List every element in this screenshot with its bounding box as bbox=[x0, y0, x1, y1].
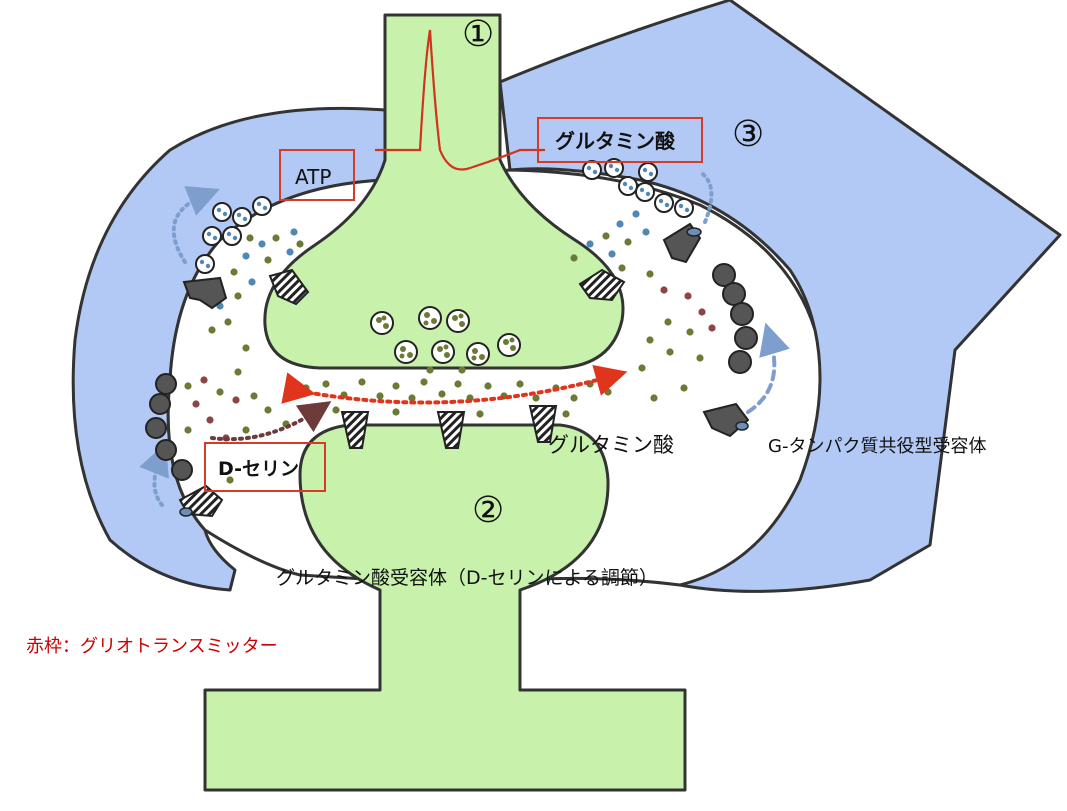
vesicle-icon bbox=[202, 226, 222, 246]
atp-box bbox=[279, 149, 355, 201]
vesicle-icon bbox=[635, 182, 655, 202]
atp-label: ATP bbox=[295, 165, 331, 189]
vesicle-icon bbox=[370, 311, 394, 335]
vesicle-icon bbox=[582, 160, 602, 180]
recycle-arrow-right-top bbox=[698, 170, 714, 224]
vesicle-icon bbox=[446, 309, 470, 333]
vesicle-icon bbox=[394, 340, 418, 364]
recycle-arrow-left-top bbox=[171, 186, 220, 264]
d-serine-label: D-セリン bbox=[218, 458, 299, 480]
receptor-icon bbox=[340, 405, 558, 449]
spike-trace-icon bbox=[375, 29, 545, 171]
marker-postsynaptic: ② bbox=[472, 490, 504, 531]
vesicle-icon bbox=[466, 342, 490, 366]
transporter-icon bbox=[178, 268, 626, 518]
glial-vesicles-right bbox=[582, 158, 694, 218]
marker-presynaptic: ① bbox=[462, 14, 494, 55]
vesicle-icon bbox=[497, 333, 521, 357]
d-serine-box bbox=[204, 442, 326, 492]
vesicle-icon bbox=[618, 176, 638, 196]
glutamate-glia-label: グルタミン酸 bbox=[555, 129, 676, 153]
postsynaptic-neuron bbox=[203, 423, 687, 792]
vesicle-icon bbox=[232, 207, 252, 227]
vesicle-icon bbox=[674, 198, 694, 218]
spillover-arrow bbox=[281, 364, 628, 405]
d-serine-arrow bbox=[210, 401, 332, 442]
vesicle-icon bbox=[604, 158, 624, 178]
nmda-label: グルタミン酸受容体（D-セリンによる調節） bbox=[276, 567, 658, 589]
gpcr-label: G-タンパク質共役型受容体 bbox=[768, 436, 986, 457]
vesicle-icon bbox=[212, 202, 232, 222]
recycle-arrow-right-bottom bbox=[746, 322, 790, 414]
vesicle-icon bbox=[222, 226, 242, 246]
glial-vesicles-left bbox=[195, 196, 272, 274]
vesicle-icon bbox=[418, 306, 442, 330]
legend-label: 赤枠：グリオトランスミッター bbox=[26, 636, 278, 657]
recycle-arrow-left-bottom bbox=[139, 443, 169, 507]
glial-channel-chain-right bbox=[712, 263, 758, 374]
glial-channel-chain-left bbox=[145, 373, 193, 481]
vesicle-icon bbox=[431, 340, 455, 364]
vesicle-icon bbox=[638, 162, 658, 182]
vesicle-icon bbox=[252, 196, 272, 216]
vesicle-icon bbox=[195, 254, 215, 274]
vesicle-icon bbox=[654, 193, 674, 213]
presynaptic-vesicles bbox=[370, 306, 521, 366]
gpcr-icon bbox=[182, 222, 750, 438]
glutamate-cleft-label: グルタミン酸 bbox=[548, 433, 674, 457]
glutamate-glia-box bbox=[537, 117, 703, 163]
marker-astrocyte: ③ bbox=[732, 114, 764, 155]
